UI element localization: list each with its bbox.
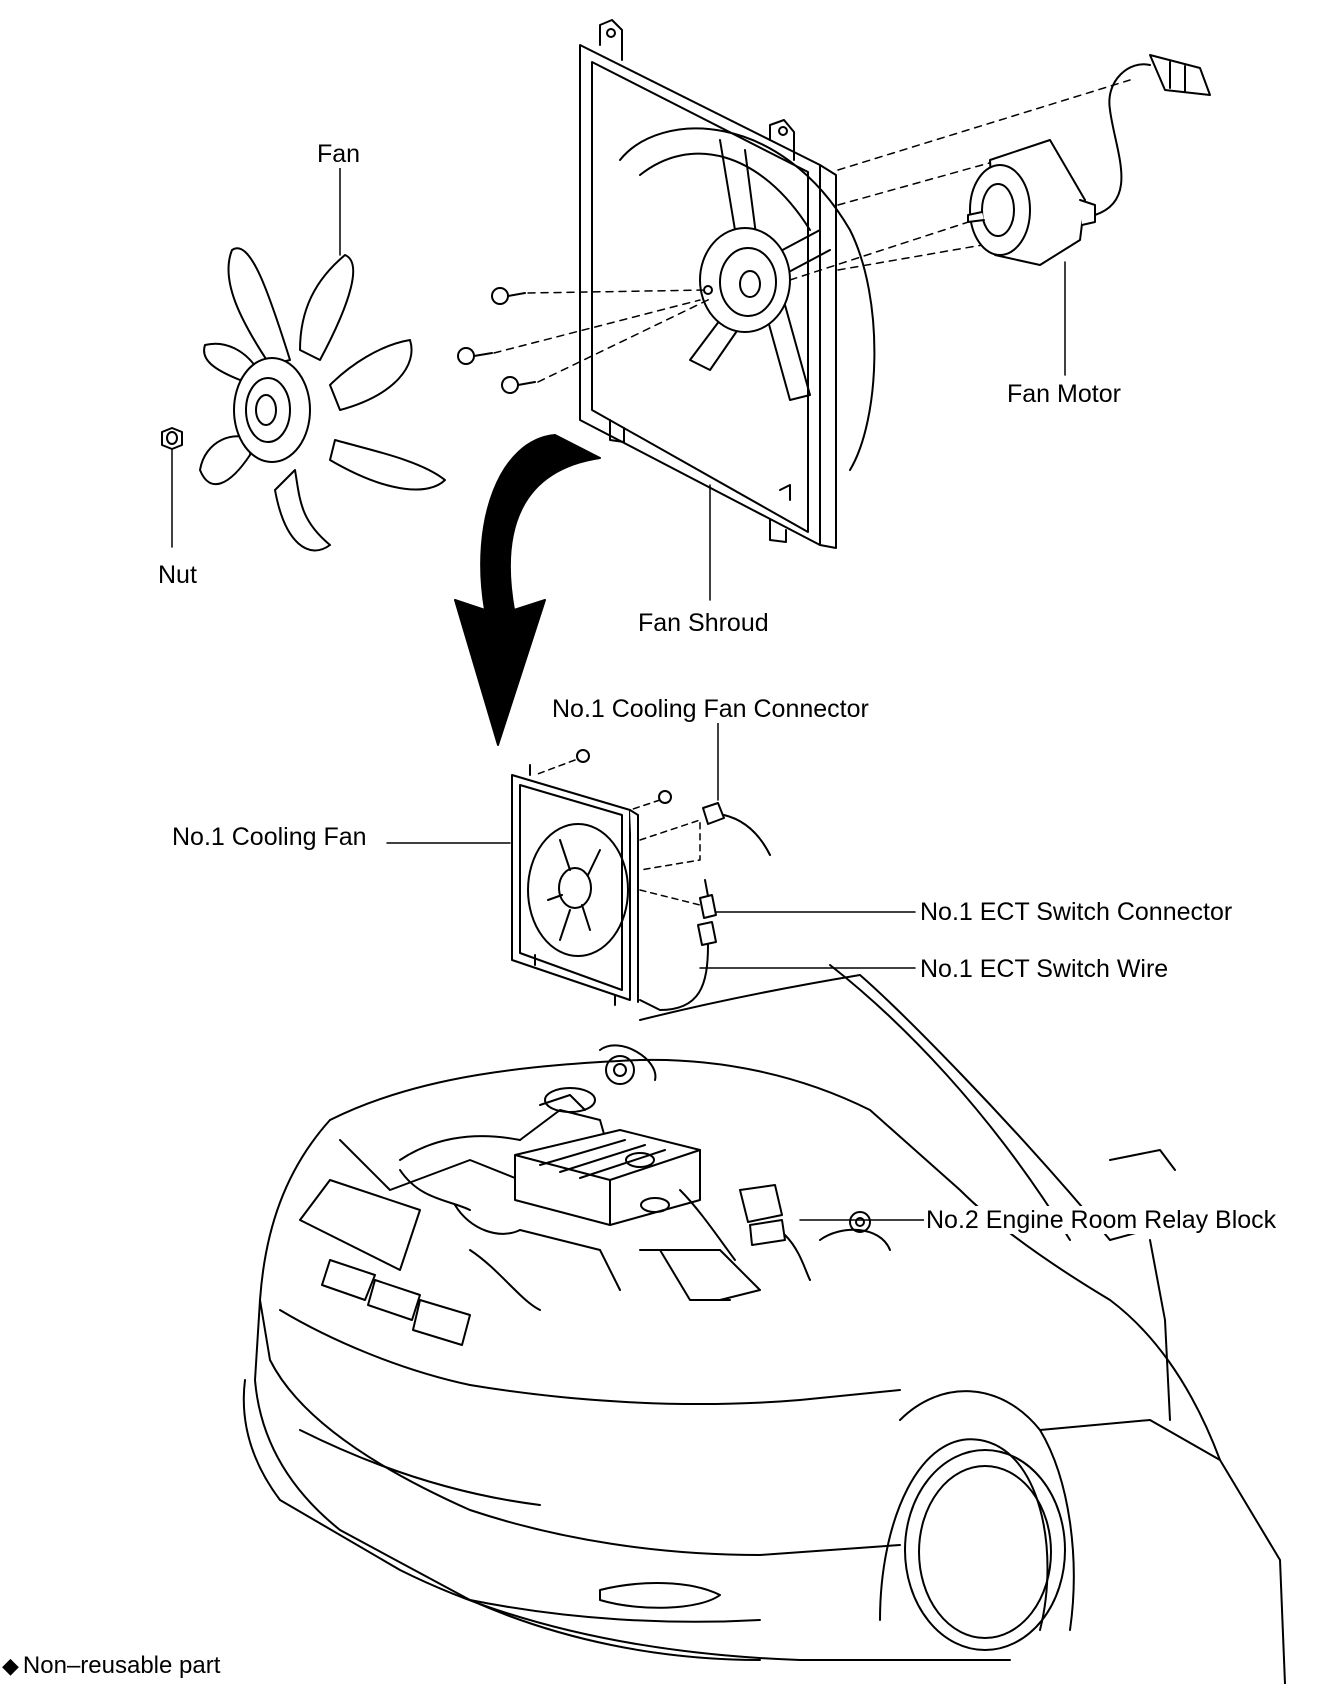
cooling-fan-dashes bbox=[534, 759, 701, 906]
label-fan: Fan bbox=[315, 140, 363, 168]
fan-impeller bbox=[199, 247, 446, 552]
ect-switch-connector bbox=[639, 879, 717, 1011]
label-cooling-fan: No.1 Cooling Fan bbox=[170, 823, 369, 851]
legend-non-reusable: ◆Non–reusable part bbox=[0, 1652, 223, 1680]
label-fan-shroud: Fan Shroud bbox=[636, 609, 771, 637]
shroud-bolts bbox=[457, 287, 536, 394]
vehicle-front bbox=[242, 964, 1286, 1684]
cooling-fan-assembly bbox=[511, 749, 672, 1006]
label-ect-switch-wire: No.1 ECT Switch Wire bbox=[918, 955, 1171, 983]
install-arrow bbox=[454, 434, 601, 746]
non-reusable-symbol: ◆ bbox=[2, 1653, 19, 1678]
label-cooling-fan-connector: No.1 Cooling Fan Connector bbox=[550, 695, 871, 723]
label-fan-motor: Fan Motor bbox=[1005, 380, 1123, 408]
fan-shroud bbox=[579, 19, 876, 549]
fan-motor bbox=[967, 54, 1211, 266]
label-relay-block: No.2 Engine Room Relay Block bbox=[924, 1206, 1279, 1234]
label-nut: Nut bbox=[156, 561, 199, 589]
legend-text: Non–reusable part bbox=[22, 1652, 221, 1679]
cooling-fan-connector bbox=[702, 802, 771, 856]
nut bbox=[161, 427, 183, 450]
label-ect-switch-connector: No.1 ECT Switch Connector bbox=[918, 898, 1235, 926]
leader-lines bbox=[171, 167, 1066, 1221]
